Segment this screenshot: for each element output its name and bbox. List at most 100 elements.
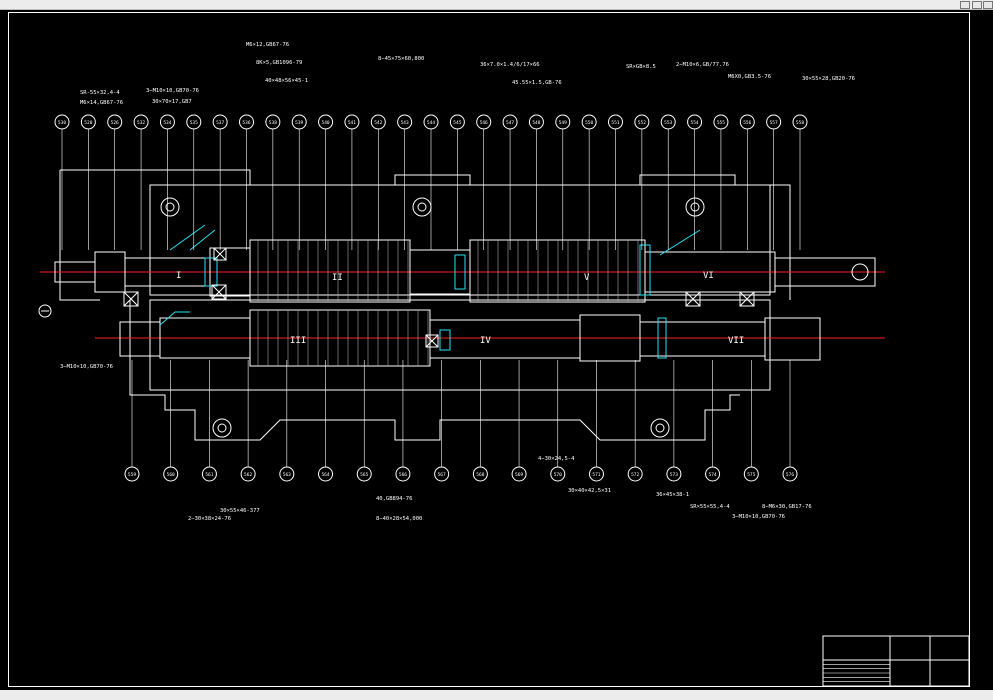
shaft-label-3: III [290,336,306,346]
housing-outline [59,169,791,441]
note-left-2: M6×14,GB67-76 [80,100,123,106]
callout-bottom-number: 573 [670,472,678,478]
note-top-4: 8−45×75×60,800 [378,56,424,62]
callout-top-number: 551 [611,120,619,126]
window-statusbar [0,690,993,700]
callout-top-number: 542 [374,120,382,126]
callout-bottom-number: 561 [205,472,213,478]
note-top-1: M6×12,GB67-76 [246,42,289,48]
callout-top-number: 548 [532,120,540,126]
bolt-circles [160,197,705,438]
shaft-label-7: VII [728,336,744,346]
shaft-label-5: V [584,273,590,283]
callout-bottom-number: 572 [631,472,639,478]
callout-top-number: 552 [638,120,646,126]
note-left-4: 30×70×17,GB7 [152,99,192,105]
title-block [822,635,970,687]
callout-top-number: 534 [163,120,171,126]
minimize-button[interactable] [960,1,970,9]
note-top-6: 45.55×1.5,GB-76 [512,80,562,86]
callout-bottom-number: 576 [786,472,794,478]
callout-bottom-number: 559 [128,472,136,478]
callout-top-number: 554 [691,120,699,126]
note-left-3: 3−M10×10,GB70-76 [146,88,199,94]
callout-top-number: 547 [506,120,514,126]
callout-bottom-number: 566 [399,472,407,478]
note-bottom-6: 30×40×42,5×31 [568,488,611,494]
cyan-details [159,224,701,359]
note-bottom-9: 3−M10×10,GB70-76 [732,514,785,520]
window-titlebar [0,0,993,10]
callout-bottom-number: 565 [360,472,368,478]
shaft-label-2: II [332,273,343,283]
callout-bottom-number: 567 [438,472,446,478]
callout-top-number: 553 [664,120,672,126]
bearings [123,247,755,348]
callout-top-number: 544 [427,120,435,126]
callout-top-number: 558 [796,120,804,126]
callout-bottom-number: 563 [283,472,291,478]
callout-top-number: 536 [242,120,250,126]
notes-top: M6×12,GB67-76 8K×5,GB1096-79 40×48×56×45… [246,42,855,86]
maximize-button[interactable] [972,1,982,9]
note-bottom-3: 40,GB894-76 [376,496,412,502]
callout-top-number: 535 [190,120,198,126]
callout-top-number: 556 [743,120,751,126]
note-top-7: SR×GB×8.5 [626,64,656,70]
callout-bottom-number: 560 [167,472,175,478]
note-bottom-5: 4−30×24,5-4 [538,456,575,462]
note-top-8: 2−M10×6,GB/77.76 [676,62,729,68]
callout-bottom-number: 570 [554,472,562,478]
note-bottom-8: SR×55×55,4-4 [690,504,730,510]
note-left-5: 3−M10×10,GB70-76 [60,364,113,370]
callout-top-number: 541 [348,120,356,126]
callout-top-number: 526 [111,120,119,126]
callouts-top: 530 520 526 532 534 535 537 536 538 539 540 541 542 5… [54,114,808,250]
notes-left: SR-55×32,4-4 M6×14,GB67-76 3−M10×10,GB70… [60,88,199,370]
callout-top-number: 530 [58,120,66,126]
note-top-2: 8K×5,GB1096-79 [256,60,302,66]
side-marker-circle [38,304,52,318]
callout-bottom-number: 564 [321,472,329,478]
callout-top-number: 539 [295,120,303,126]
shaft-label-1: I [176,271,181,281]
note-bottom-7: 36×45×38-1 [656,492,689,498]
gear-hatching [257,240,639,366]
callout-top-number: 550 [585,120,593,126]
note-bottom-4: 8−40×28×54,000 [376,516,422,522]
shaft-centerlines [40,271,885,339]
note-top-9: M6X0,GB3.5-76 [728,74,771,80]
callout-top-number: 546 [480,120,488,126]
callout-bottom-number: 568 [476,472,484,478]
callout-bottom-number: 574 [709,472,717,478]
callout-top-number: 545 [453,120,461,126]
note-bottom-2: 30×55×46-377 [220,508,260,514]
callouts-bottom: 559 560 561 562 563 564 565 566 567 568 569 570 571 5… [124,360,798,482]
callout-top-number: 540 [322,120,330,126]
callout-bottom-number: 569 [515,472,523,478]
note-bottom-1: 2−30×38×24-76 [188,516,231,522]
callout-bottom-number: 562 [244,472,252,478]
upper-shaft [54,239,876,303]
callout-top-number: 532 [137,120,145,126]
callout-top-number: 537 [216,120,224,126]
note-top-3: 40×48×56×45-1 [265,78,308,84]
callout-top-number: 555 [717,120,725,126]
title-block-grid [823,664,890,682]
note-bottom-10: 8−M6×30,GB17-76 [762,504,812,510]
callout-bottom-number: 575 [747,472,755,478]
note-top-5: 36×7.0×1.4/6/17×66 [480,62,540,68]
note-top-10: 30×55×28,GB20-76 [802,76,855,82]
callout-bottom-number: 571 [592,472,600,478]
drawing-border [8,12,970,687]
shaft-label-4: IV [480,336,491,346]
note-left-1: SR-55×32,4-4 [80,90,120,96]
callout-top-number: 557 [770,120,778,126]
callout-top-number: 538 [269,120,277,126]
callout-top-number: 549 [559,120,567,126]
roman-labels: I II III IV V VI VII [176,271,744,346]
callout-top-number: 520 [84,120,92,126]
callout-top-number: 543 [401,120,409,126]
notes-bottom: 2−30×38×24-76 30×55×46-377 40,GB894-76 8… [188,456,812,522]
